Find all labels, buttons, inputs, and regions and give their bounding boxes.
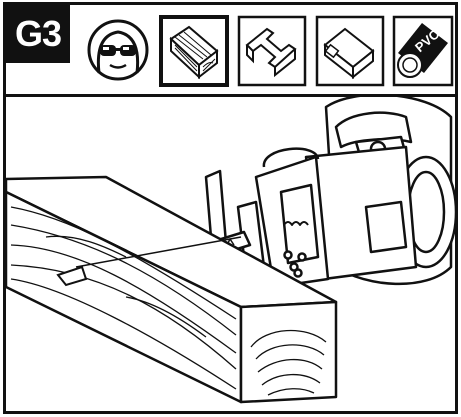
reciprocating-saw xyxy=(79,97,455,297)
wood-material-icon xyxy=(159,15,229,87)
pvc-pipe-icon: PVC xyxy=(392,15,458,87)
square-tube-icon xyxy=(315,15,385,87)
metal-profile-icon xyxy=(237,15,307,87)
wooden-board xyxy=(6,175,338,404)
saw-cutting-wood-illustration xyxy=(6,97,455,404)
step-label: G3 xyxy=(14,13,62,54)
step-badge: G3 xyxy=(6,5,70,63)
header-bar: G3 xyxy=(6,5,455,97)
instruction-panel: G3 xyxy=(3,2,458,414)
safety-goggles-icon xyxy=(85,15,151,85)
